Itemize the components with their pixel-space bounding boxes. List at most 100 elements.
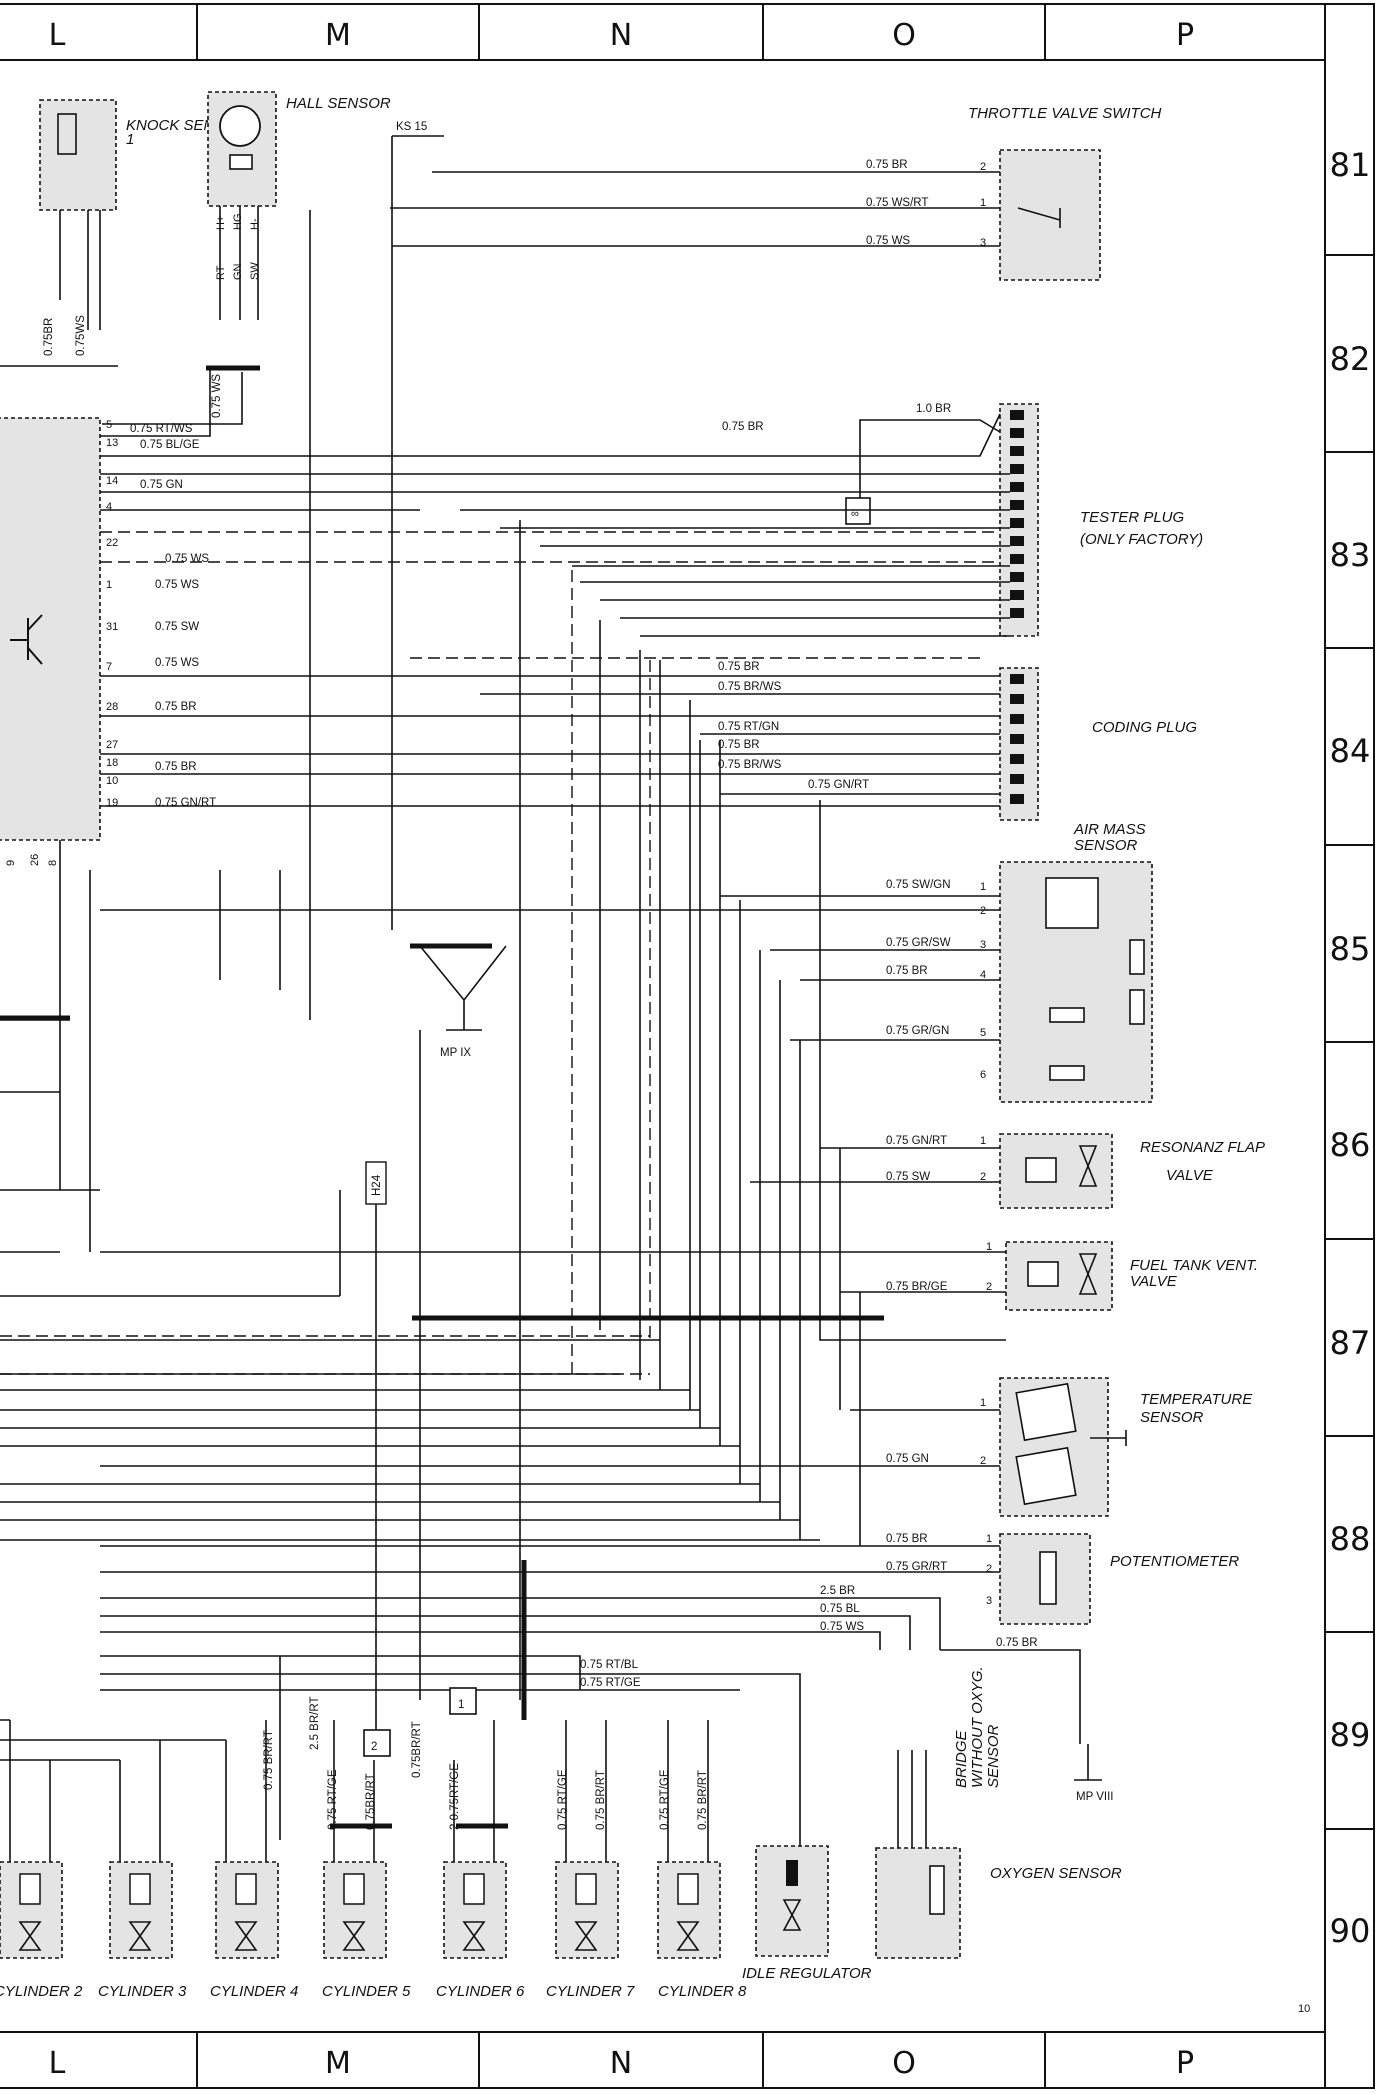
bridge-label-2: WITHOUT OXYG. (969, 1666, 986, 1788)
svg-text:∞: ∞ (851, 508, 859, 520)
wire-po-2: 0.75 GR/RT (886, 1561, 947, 1573)
wire-hall-ws: 0.75 WS (211, 374, 223, 418)
wire-v-rtge2: 2 0.75RT/GE (449, 1763, 461, 1830)
wire-ecu-13: 0.75 BL/GE (140, 439, 200, 451)
row-label-84: 84 (1330, 732, 1371, 770)
svg-text:27: 27 (106, 739, 118, 751)
row-label-90: 90 (1330, 1912, 1371, 1950)
wire-cp-4: 0.75 BR (718, 739, 760, 751)
ks15-label: KS 15 (396, 121, 427, 133)
resonanz-flap-label-1: RESONANZ FLAP (1140, 1139, 1265, 1156)
svg-text:2: 2 (980, 1455, 986, 1467)
wire-ox-4: 0.75 BR (996, 1637, 1038, 1649)
bridge-label-1: BRIDGE (953, 1729, 970, 1788)
svg-text:RT: RT (215, 265, 227, 280)
col-header-l: L (49, 18, 66, 53)
wire-cp-2: 0.75 BR/WS (718, 681, 782, 693)
air-mass-sensor-label-2: SENSOR (1074, 837, 1138, 854)
svg-text:3: 3 (980, 939, 986, 951)
col-footer-l: L (49, 2046, 66, 2081)
wire-v-rtge1: 0.75 RT/GE (327, 1769, 339, 1830)
wire-po-1: 0.75 BR (886, 1533, 928, 1545)
svg-text:1: 1 (980, 881, 986, 893)
wire-ecu-7: 0.75 WS (155, 657, 199, 669)
col-header-p: P (1176, 18, 1194, 53)
svg-text:1: 1 (986, 1533, 992, 1545)
injector-cylinder-5 (323, 1861, 387, 1959)
tester-plug (999, 403, 1039, 637)
bridge-label-3: SENSOR (985, 1724, 1002, 1788)
wire-rf-2: 0.75 SW (886, 1171, 930, 1183)
fuel-tank-vent-label-2: VALVE (1130, 1273, 1178, 1290)
wire-ecu-14: 0.75 GN (140, 479, 183, 491)
tester-plug-symbol (845, 497, 871, 525)
fuel-tank-vent-valve-icon (1078, 1253, 1098, 1295)
svg-text:22: 22 (106, 537, 118, 549)
throttle-valve-switch-body (999, 149, 1101, 281)
wire-cp-6: 0.75 GN/RT (808, 779, 869, 791)
col-footer-n: N (610, 2046, 632, 2081)
svg-text:1: 1 (106, 579, 112, 591)
svg-text:H+: H+ (215, 216, 227, 230)
svg-text:14: 14 (106, 475, 118, 487)
tester-plug-label-1: TESTER PLUG (1080, 509, 1185, 526)
col-header-m: M (325, 18, 351, 53)
svg-text:10: 10 (106, 775, 118, 787)
cylinder-8-label: CYLINDER 8 (658, 1983, 747, 2000)
mp-viii-label: MP VIII (1076, 1791, 1114, 1803)
knock-sensor-body (39, 99, 117, 211)
svg-text:2: 2 (986, 1281, 992, 1293)
col-header-o: O (892, 18, 916, 53)
fuel-tank-vent-label-1: FUEL TANK VENT. (1130, 1257, 1258, 1274)
wire-ecu-19: 0.75 GN/RT (155, 797, 216, 809)
wire-ks-a: 0.75BR (43, 318, 55, 356)
mp-ix-label: MP IX (440, 1047, 471, 1059)
wire-am-5: 0.75 GR/GN (886, 1025, 949, 1037)
row-label-88: 88 (1330, 1520, 1371, 1558)
svg-text:H-: H- (249, 218, 261, 230)
svg-text:1: 1 (980, 1135, 986, 1147)
svg-text:5: 5 (106, 419, 112, 431)
svg-text:26: 26 (29, 854, 41, 866)
col-header-n: N (610, 18, 632, 53)
wire-v-rtge3: 0.75 RT/GE (557, 1769, 569, 1830)
air-mass-sensor-label-1: AIR MASS (1073, 821, 1146, 838)
svg-text:GN: GN (232, 263, 244, 280)
svg-text:6: 6 (980, 1069, 986, 1081)
wire-ft-2: 0.75 BR/GE (886, 1281, 948, 1293)
temperature-sensor-label-1: TEMPERATURE (1140, 1391, 1253, 1408)
fuel-tank-vent-body (1005, 1241, 1113, 1311)
wire-v-brrt2: 2.5 BR/RT (309, 1697, 321, 1750)
wire-ecu-28: 0.75 BR (155, 701, 197, 713)
wire-ox-2: 0.75 BL (820, 1603, 860, 1615)
coding-plug-label: CODING PLUG (1092, 719, 1197, 736)
wire-am-1: 0.75 SW/GN (886, 879, 951, 891)
svg-text:2: 2 (980, 161, 986, 173)
wire-ox-1: 2.5 BR (820, 1585, 855, 1597)
row-label-85: 85 (1330, 930, 1371, 968)
cylinder-7-label: CYLINDER 7 (546, 1983, 635, 2000)
idle-regulator-valve-icon (782, 1899, 802, 1931)
svg-text:2: 2 (980, 905, 986, 917)
cylinder-2-label: CYLINDER 2 (0, 1983, 83, 2000)
wire-ecu-22: 0.75 WS (165, 553, 209, 565)
injector-cylinder-7 (555, 1861, 619, 1959)
injector-cylinder-3 (109, 1861, 173, 1959)
svg-text:13: 13 (106, 437, 118, 449)
wire-v-brrt5: 0.75 BR/RT (595, 1770, 607, 1830)
wire-v-brrt4: 0.75BR/RT (365, 1773, 377, 1830)
throttle-valve-switch-label: THROTTLE VALVE SWITCH (968, 105, 1162, 122)
wire-inj-1: 0.75 RT/BL (580, 1659, 639, 1671)
svg-text:3: 3 (986, 1595, 992, 1607)
svg-text:1: 1 (986, 1241, 992, 1253)
row-label-86: 86 (1330, 1126, 1371, 1164)
h24-label: H24 (371, 1174, 383, 1196)
injector-cylinder-4 (215, 1861, 279, 1959)
resonanz-flap-label-2: VALVE (1166, 1167, 1214, 1184)
wire-cp-3: 0.75 RT/GN (718, 721, 779, 733)
wire-v-brrt1: 0.75 BR/RT (263, 1730, 275, 1790)
wire-ecu-31: 0.75 SW (155, 621, 199, 633)
svg-text:2: 2 (980, 1171, 986, 1183)
svg-text:1: 1 (980, 1397, 986, 1409)
row-label-81: 81 (1330, 146, 1371, 184)
